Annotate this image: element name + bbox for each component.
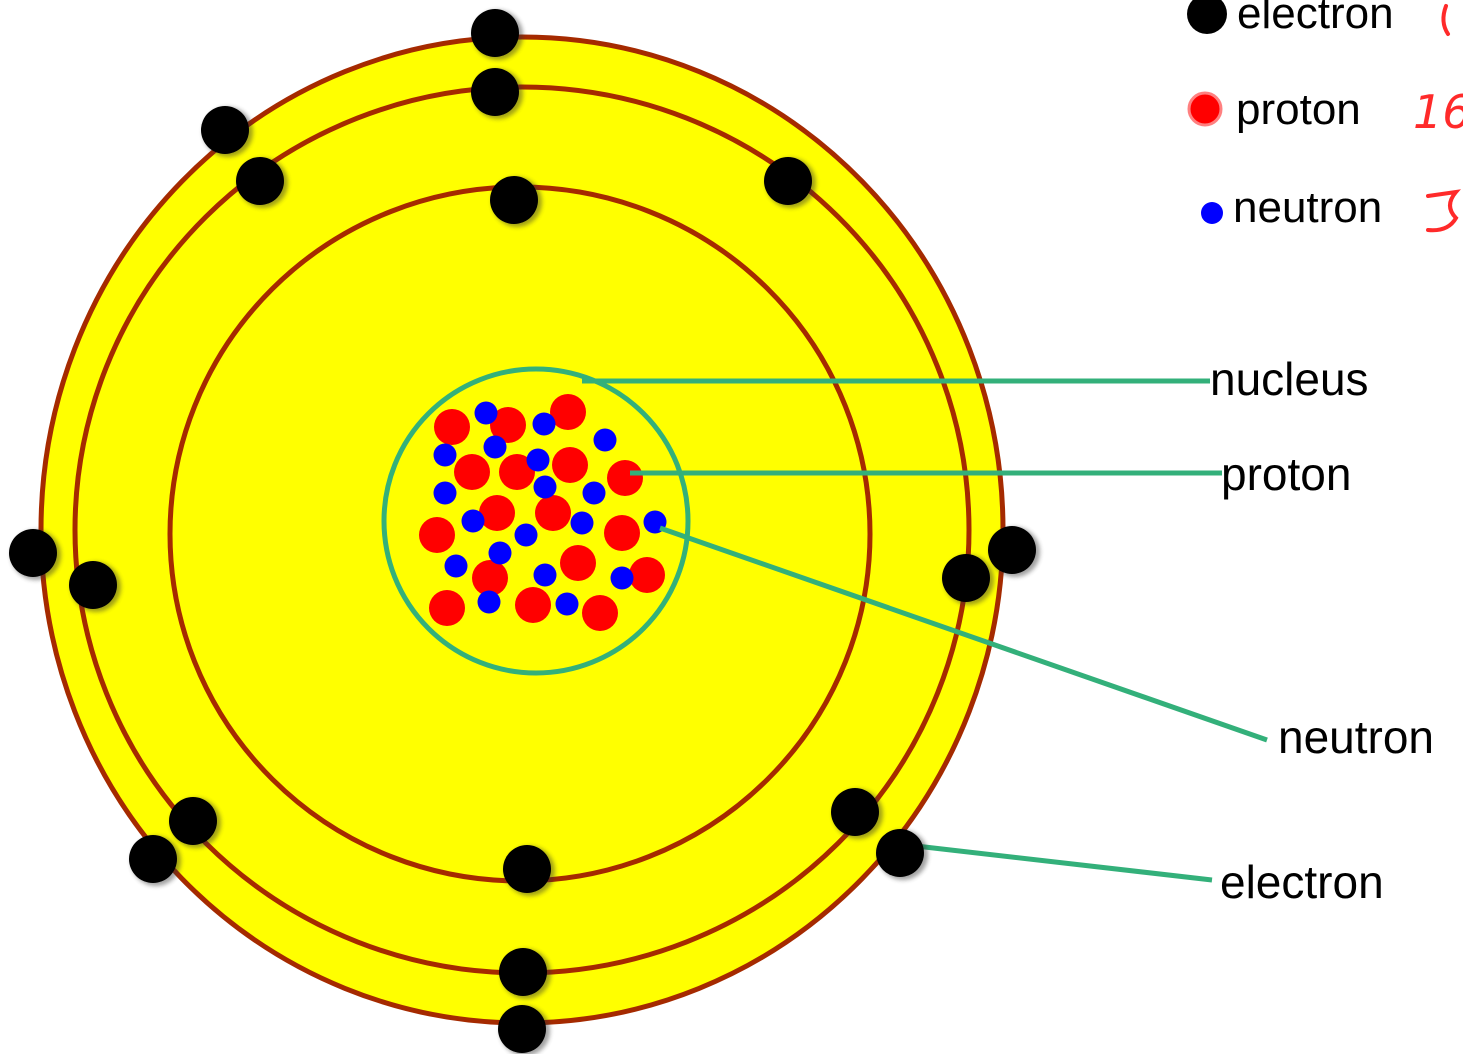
neutron-label: neutron (1278, 711, 1434, 763)
neutron (477, 590, 501, 614)
proton (454, 454, 490, 490)
legend-proton-handwritten-count: 16 (1413, 85, 1463, 139)
nucleus-particles (419, 394, 667, 631)
proton (582, 595, 618, 631)
legend-neutron-swatch (1201, 202, 1223, 224)
nucleus-label: nucleus (1210, 353, 1369, 405)
proton (629, 557, 665, 593)
labels: nucleus proton neutron electron (1210, 353, 1434, 908)
electron (498, 1005, 546, 1053)
electron (471, 68, 519, 116)
neutron (593, 428, 617, 452)
proton (550, 394, 586, 430)
neutron (555, 592, 579, 616)
legend-neutron-label: neutron (1233, 183, 1382, 232)
proton (434, 409, 470, 445)
electrons (9, 9, 1040, 1054)
proton-label: proton (1221, 448, 1351, 500)
electron (942, 554, 990, 602)
proton (490, 407, 526, 443)
proton (607, 460, 643, 496)
legend-neutron-handwriting-mark (1426, 189, 1461, 233)
proton (472, 560, 508, 596)
electron (201, 106, 249, 154)
nucleus (381, 366, 691, 676)
legend-proton-label: proton (1236, 85, 1361, 134)
electron-label: electron (1220, 856, 1384, 908)
proton (560, 545, 596, 581)
neutron (570, 511, 594, 535)
legend-electron-label: electron (1237, 0, 1394, 38)
neutron (514, 523, 538, 547)
electron (471, 9, 519, 57)
proton (515, 587, 551, 623)
electron (236, 157, 284, 205)
neutron (433, 443, 457, 467)
proton (499, 454, 535, 490)
neutron (532, 412, 556, 436)
legend-electron-handwriting-mark (1441, 4, 1450, 36)
electron (9, 529, 57, 577)
electron (831, 788, 879, 836)
proton (429, 590, 465, 626)
leader-lines (582, 378, 1268, 883)
neutron (433, 481, 457, 505)
neutron (533, 563, 557, 587)
neutron (474, 401, 498, 425)
proton (479, 495, 515, 531)
electron (169, 797, 217, 845)
neutron (461, 509, 485, 533)
electron (69, 561, 117, 609)
proton (604, 515, 640, 551)
electron (503, 845, 551, 893)
legend-electron-swatch (1187, 0, 1227, 34)
electron (988, 526, 1036, 574)
neutron (610, 566, 634, 590)
neutron (483, 435, 507, 459)
proton (535, 495, 571, 531)
electron (876, 829, 924, 877)
electron (490, 176, 538, 224)
electron (129, 835, 177, 883)
neutron (582, 481, 606, 505)
neutron (533, 475, 557, 499)
electron-leader-line (915, 843, 1213, 883)
neutron-leader-line (659, 525, 1268, 743)
neutron (444, 554, 468, 578)
legend: electron proton 16 neutron (1187, 0, 1463, 233)
proton (419, 517, 455, 553)
legend-proton-swatch (1187, 91, 1223, 127)
electron (764, 157, 812, 205)
electron (499, 948, 547, 996)
neutron (526, 448, 550, 472)
neutron (488, 541, 512, 565)
proton (552, 447, 588, 483)
